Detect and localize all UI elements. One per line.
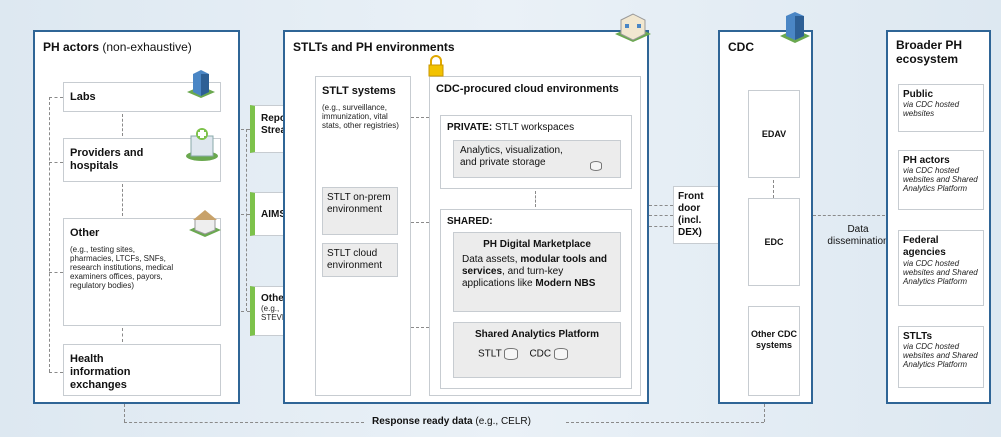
private-storage-box: Analytics, visualization, and private st…: [453, 140, 621, 178]
federal-title: Federal agencies: [903, 235, 946, 258]
sap-title: Shared Analytics Platform: [474, 329, 600, 340]
stlt-systems-title: STLT systems: [322, 85, 396, 97]
lock-icon: [428, 55, 444, 77]
other-channel-label: Other: [261, 293, 288, 304]
edav-box: EDAV: [748, 90, 800, 178]
edav-label: EDAV: [761, 129, 787, 139]
stlt-cloud-label: STLT cloud environment: [327, 248, 383, 271]
database-icon: [590, 161, 602, 171]
providers-label: Providers and hospitals: [70, 147, 144, 172]
federal-box: Federal agencies via CDC hosted websites…: [898, 230, 984, 306]
cdc-cloud-column: CDC-procured cloud environments PRIVATE:…: [428, 55, 641, 396]
response-ready-bold: Response ready data: [372, 416, 473, 427]
stlt-systems-detail: (e.g., surveillance, immunization, vital…: [322, 103, 399, 130]
sap-cdc: CDC: [529, 348, 552, 360]
onprem-label: STLT on-prem environment: [327, 192, 391, 215]
other-actors-label: Other: [70, 227, 100, 239]
private-label: PRIVATE:: [447, 122, 493, 133]
stlts-title: STLTs and PH environments: [293, 40, 455, 54]
database-icon: [504, 348, 519, 360]
other-cdc-box: Other CDC systems: [748, 306, 800, 396]
private-storage-label: Analytics, visualization, and private st…: [460, 145, 563, 168]
marketplace-text: Data assets, modular tools and services,…: [454, 250, 620, 290]
report-stream-label: Report Stream: [261, 113, 295, 136]
marketplace-title: PH Digital Marketplace: [483, 239, 591, 250]
edc-label: EDC: [764, 237, 784, 247]
private-text: STLT workspaces: [494, 122, 575, 133]
sap-stlt: STLT: [478, 348, 502, 360]
mp-text-2: , and turn-key applications like: [462, 266, 564, 289]
sap-box: Shared Analytics Platform STLT CDC: [453, 322, 621, 378]
stlts-panel: STLTs and PH environments STLT systems (…: [283, 13, 651, 404]
ph-actors-dest-sub: via CDC hosted websites and Shared Analy…: [903, 166, 978, 193]
building-icon: [187, 70, 215, 98]
shared-label: SHARED:: [447, 216, 493, 227]
ph-actors-title-suffix: (non-exhaustive): [102, 40, 192, 54]
mp-text-bold-1: modular tools and services: [462, 254, 608, 277]
public-title: Public: [903, 89, 934, 100]
mp-text-bold-2: Modern NBS: [535, 278, 596, 289]
other-actors-box: Other (e.g., testing sites, pharmacies, …: [63, 218, 221, 326]
private-section: PRIVATE: STLT workspaces Analytics, visu…: [440, 115, 632, 189]
mp-text-1: Data assets,: [462, 254, 518, 265]
ph-actors-dest-title: PH actors: [903, 155, 950, 166]
other-cdc-label: Other CDC systems: [750, 329, 797, 350]
federal-sub: via CDC hosted websites and Shared Analy…: [903, 259, 978, 286]
response-ready-rest: (e.g., CELR): [475, 416, 531, 427]
database-icon: [553, 348, 568, 360]
stlt-cloud-box: STLT cloud environment: [322, 243, 398, 277]
stlts-dest-title: STLTs: [903, 331, 933, 342]
aims-label: AIMS: [261, 209, 286, 220]
cdc-panel: CDC EDAV EDC Other CDC systems: [718, 12, 813, 404]
front-door-box: Front door (incl. DEX): [673, 186, 721, 244]
broader-title: Broader PH ecosystem: [896, 38, 963, 66]
hie-box: Health information exchanges: [63, 344, 221, 396]
onprem-box: STLT on-prem environment: [322, 187, 398, 235]
hie-label: Health information exchanges: [70, 353, 131, 391]
building-icon: [780, 12, 810, 43]
public-sub: via CDC hosted websites: [903, 100, 960, 118]
ph-actors-title-text: PH actors: [43, 40, 100, 54]
stlts-dest-box: STLTs via CDC hosted websites and Shared…: [898, 326, 984, 388]
public-box: Public via CDC hosted websites: [898, 84, 984, 132]
stlts-dest-sub: via CDC hosted websites and Shared Analy…: [903, 342, 978, 369]
building-icon: [615, 13, 651, 42]
other-actors-detail: (e.g., testing sites, pharmacies, LTCFs,…: [70, 245, 174, 290]
broader-panel: Broader PH ecosystem Public via CDC host…: [886, 30, 991, 404]
house-icon: [189, 210, 221, 237]
cdc-title: CDC: [728, 40, 754, 54]
edc-box: EDC: [748, 198, 800, 286]
ph-actors-dest-box: PH actors via CDC hosted websites and Sh…: [898, 150, 984, 210]
ph-actors-title: PH actors (non-exhaustive): [43, 40, 192, 54]
ph-actors-panel: PH actors (non-exhaustive) Labs Provider…: [33, 30, 240, 404]
other-channel-detail: (e.g., STEVE): [261, 304, 290, 322]
front-door-label: Front door (incl. DEX): [678, 191, 704, 238]
labs-label: Labs: [70, 91, 96, 103]
shared-section: SHARED: PH Digital Marketplace Data asse…: [440, 209, 632, 389]
response-ready-label: Response ready data (e.g., CELR): [372, 416, 531, 427]
marketplace-box: PH Digital Marketplace Data assets, modu…: [453, 232, 621, 312]
stlt-systems-column: STLT systems (e.g., surveillance, immuni…: [315, 76, 411, 396]
hospital-icon: [186, 128, 218, 161]
dissemination-label: Data dissemination: [827, 224, 889, 247]
cdc-cloud-title: CDC-procured cloud environments: [436, 83, 619, 95]
